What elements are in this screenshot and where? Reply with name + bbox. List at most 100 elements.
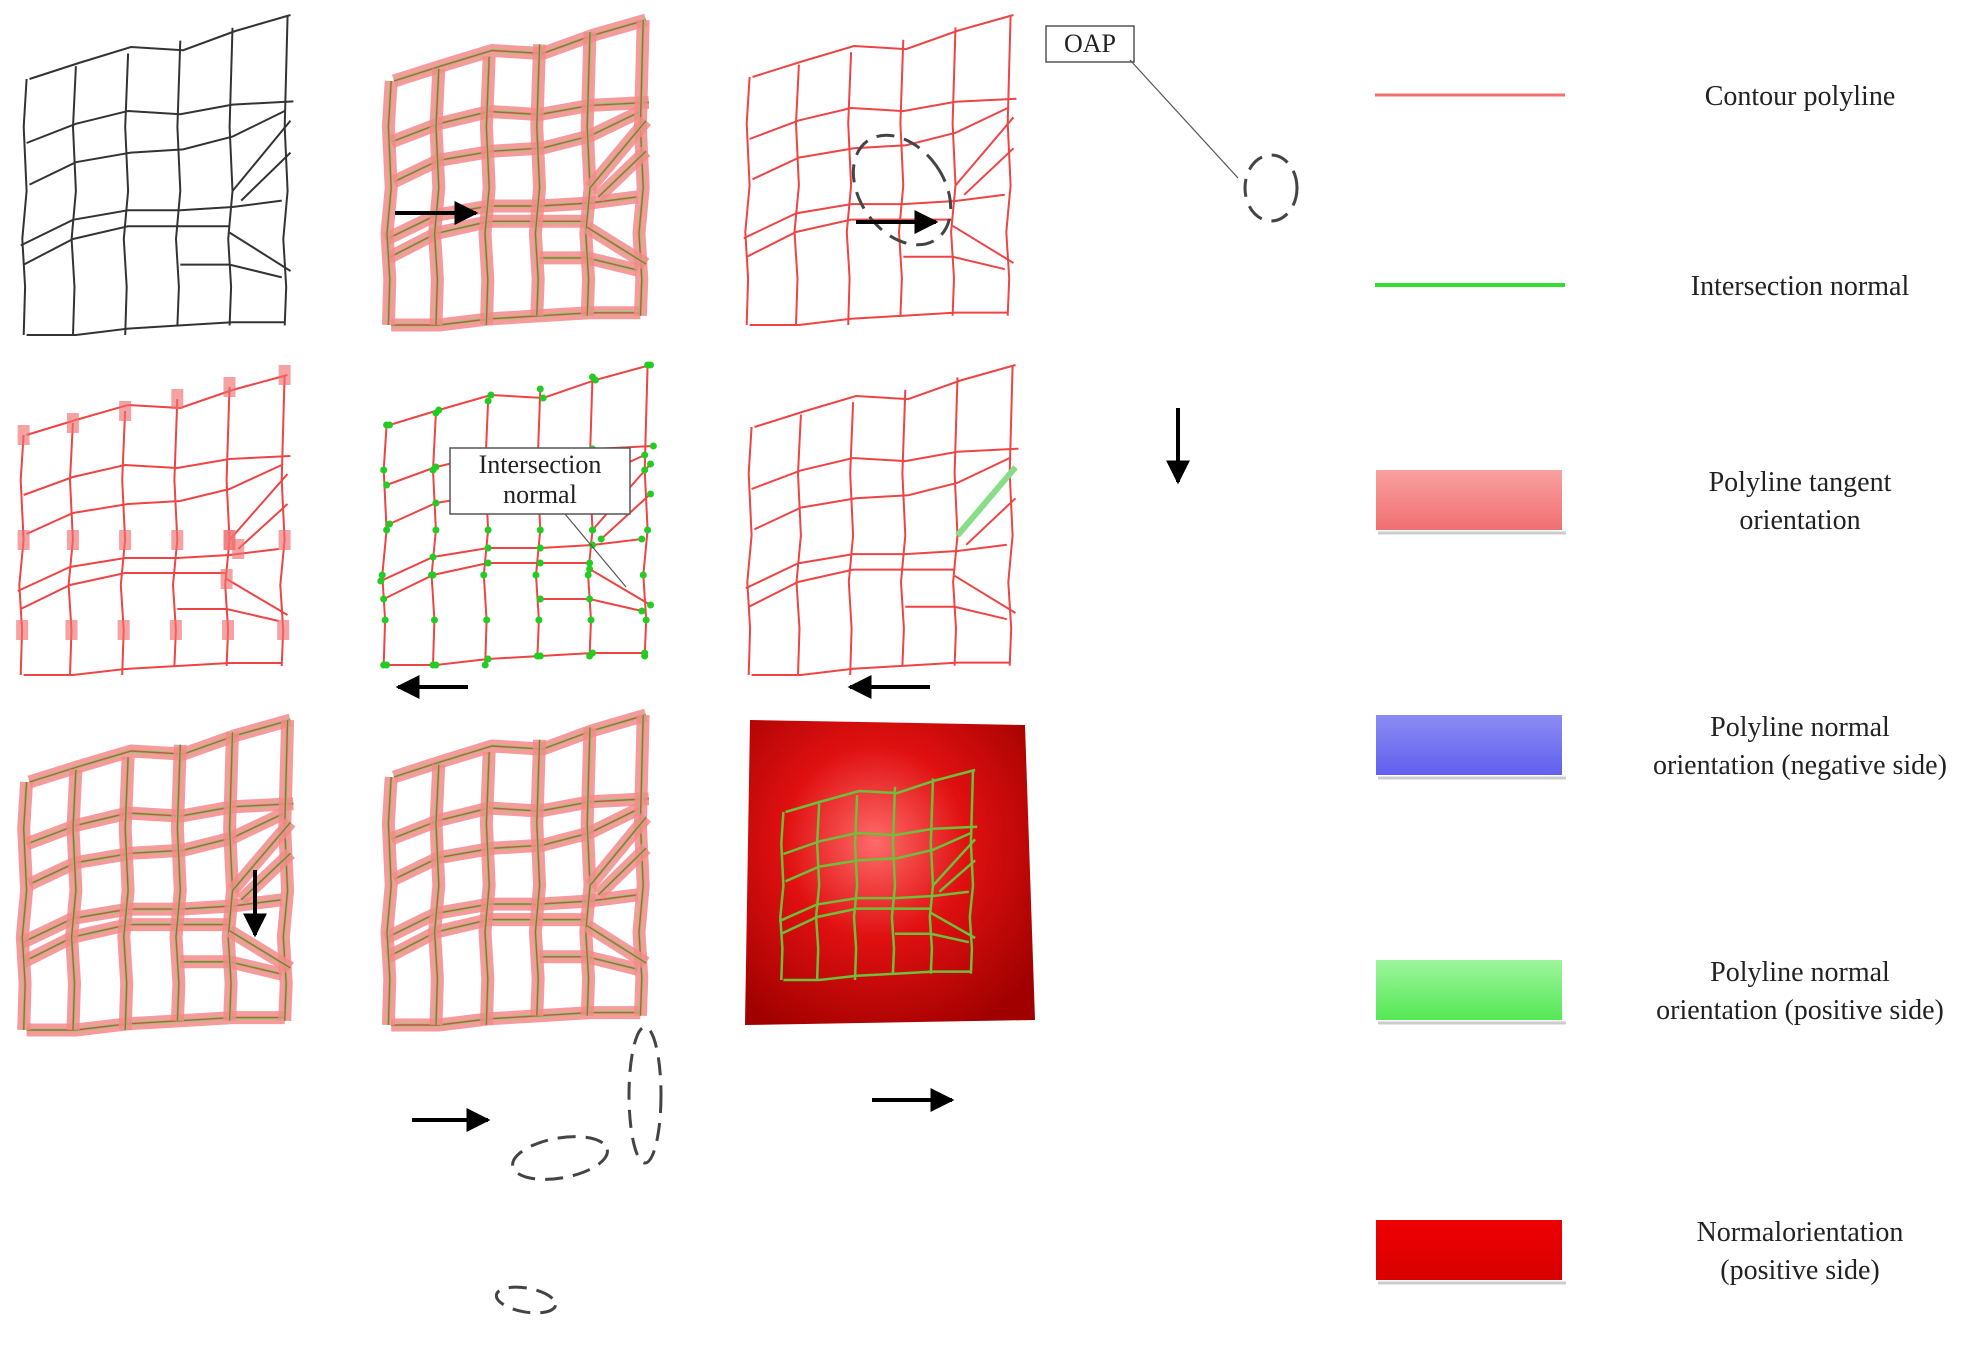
tangent-block	[17, 425, 30, 445]
contour-polyline	[385, 196, 638, 241]
surface-polyline	[778, 890, 969, 923]
intersection-dot	[589, 541, 596, 549]
contour-polyline	[23, 455, 291, 496]
raw-polyline	[26, 321, 285, 336]
contour-polyline	[899, 389, 907, 666]
intersection-dot	[381, 616, 389, 624]
contour-polyline	[484, 752, 490, 1026]
highlight-ellipse	[851, 133, 953, 247]
legend-label: Polyline tangent	[1709, 467, 1892, 498]
surface-polyline	[930, 911, 976, 940]
contour-polyline	[585, 32, 591, 316]
legend-item-neg: Polyline normal orientation (negative sid…	[1376, 712, 1947, 781]
surface-polyline	[852, 795, 859, 981]
highlight-ellipse	[1243, 153, 1299, 223]
intersection-dot	[429, 553, 437, 561]
legend-label: orientation (negative side)	[1653, 750, 1947, 781]
contour-polyline	[391, 1011, 641, 1026]
intersection-dot	[432, 409, 440, 417]
contour-polyline	[954, 574, 1017, 614]
intersection-dot	[647, 601, 654, 609]
contour-polyline	[385, 894, 638, 939]
intersection-dot	[642, 616, 650, 624]
intersection-dot	[383, 421, 391, 429]
legend-swatch	[1376, 470, 1562, 530]
intersection-dot	[532, 571, 540, 579]
contour-polyline	[383, 562, 590, 600]
legend-label: Polyline normal	[1710, 712, 1890, 743]
intersection-dot	[586, 652, 594, 660]
highlight-ellipse	[511, 1135, 609, 1181]
tangent-block	[232, 539, 245, 559]
tangent-band	[391, 1006, 641, 1032]
contour-polyline	[589, 120, 647, 189]
contour-polyline	[793, 64, 800, 326]
tangent-block	[171, 530, 184, 550]
contour-polyline	[638, 19, 644, 316]
tangent-block	[17, 530, 30, 550]
contour-polyline	[240, 852, 291, 901]
surface-polyline	[932, 838, 977, 887]
tangent-block	[169, 620, 182, 640]
intersection-dot	[589, 373, 596, 381]
contour-polyline	[386, 776, 392, 1026]
contour-polyline	[587, 376, 594, 657]
contour-polyline	[950, 27, 957, 316]
panel-e	[377, 361, 657, 669]
legend-swatch	[1376, 960, 1562, 1020]
contour-polyline	[751, 661, 1010, 676]
raw-polyline	[174, 40, 182, 326]
intersection-dot	[380, 466, 388, 474]
raw-polyline	[122, 53, 130, 336]
tangent-band	[392, 13, 648, 88]
contour-polyline	[21, 781, 28, 1031]
contour-polyline	[845, 52, 853, 326]
intersection-dot	[484, 397, 492, 405]
legend-label: orientation	[1739, 505, 1860, 536]
intersection-dot	[383, 526, 391, 534]
contour-polyline	[393, 714, 647, 778]
contour-polyline	[26, 374, 288, 436]
contour-polyline	[597, 847, 647, 896]
contour-polyline	[751, 447, 1019, 490]
contour-polyline	[897, 39, 905, 316]
intersection-dot	[536, 559, 544, 567]
intersection-dot	[587, 616, 595, 624]
intersection-label-1: Intersection	[479, 450, 602, 479]
contour-polyline	[963, 147, 1015, 196]
tangent-block	[119, 530, 132, 550]
contour-polyline	[534, 388, 542, 657]
legend-swatch	[1376, 715, 1562, 775]
contour-polyline	[228, 473, 289, 541]
raw-polyline	[21, 78, 28, 336]
tangent-block	[277, 620, 290, 640]
intersection-dot	[644, 361, 652, 369]
panel-a	[20, 14, 294, 336]
contour-polyline	[226, 578, 289, 616]
panel-b	[380, 13, 651, 332]
raw-polyline	[227, 27, 234, 326]
surface-polyline	[782, 825, 978, 856]
contour-polyline	[589, 568, 652, 606]
contour-polyline	[600, 493, 652, 540]
contour-polyline	[20, 899, 282, 944]
contour-polyline	[847, 402, 855, 676]
raw-polyline	[29, 14, 291, 80]
highlight-ellipse	[494, 1285, 558, 1315]
raw-polyline	[26, 100, 294, 144]
contour-polyline	[123, 757, 129, 1031]
intersection-dot	[380, 661, 388, 669]
contour-polyline	[26, 1016, 285, 1031]
oriented-segment	[955, 465, 1018, 538]
intersection-label-2: normal	[503, 480, 577, 509]
intersection-dot	[641, 451, 649, 459]
contour-polyline	[638, 714, 644, 1016]
intersection-dot	[536, 544, 544, 552]
raw-polyline	[70, 66, 77, 336]
contour-polyline	[534, 44, 541, 316]
legend-swatch	[1376, 1220, 1562, 1280]
legend-label: Polyline normal	[1710, 957, 1890, 988]
flow-arrows	[243, 201, 1190, 1132]
contour-polyline	[748, 568, 955, 608]
